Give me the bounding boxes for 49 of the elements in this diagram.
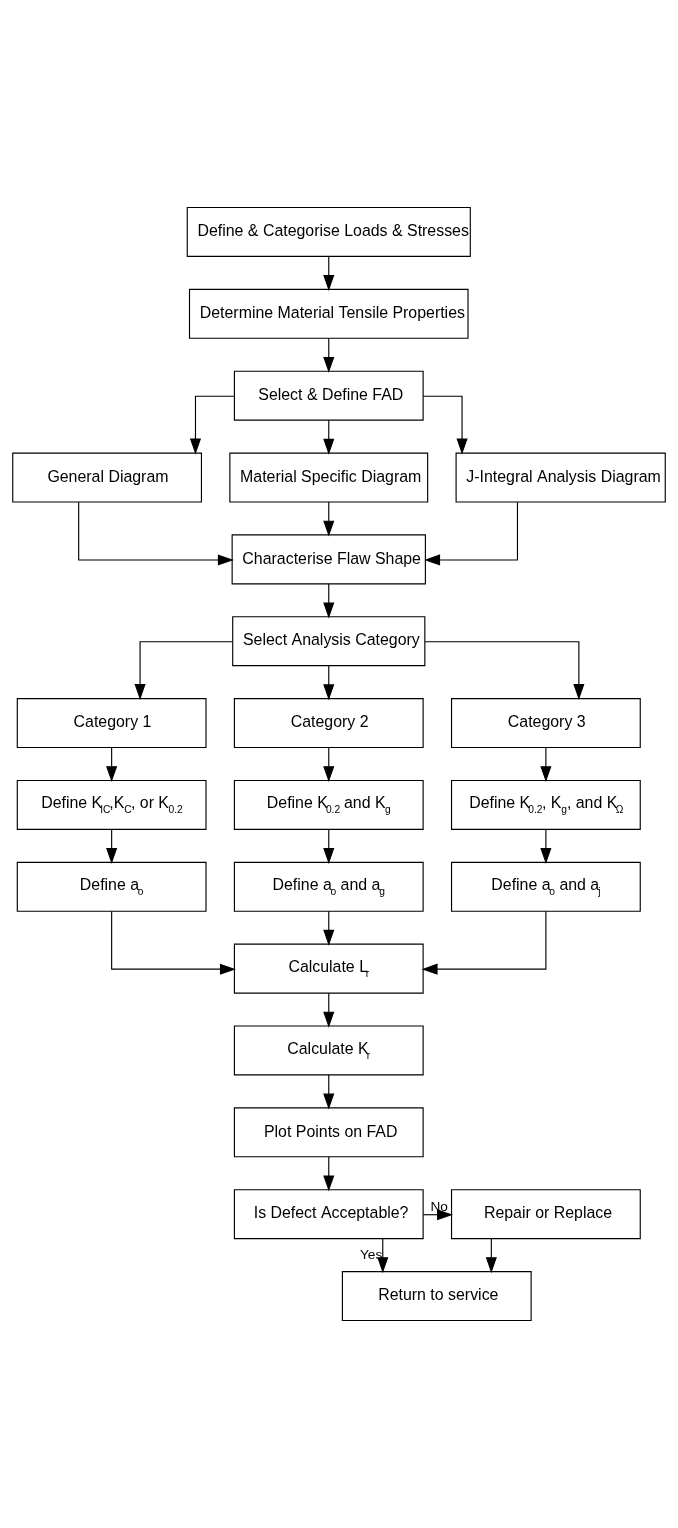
node-box: Category 2 — [233, 698, 424, 749]
arrow — [134, 641, 233, 700]
node-box: Is Defect Acceptable? — [233, 1189, 424, 1240]
arrow — [323, 501, 335, 537]
node-box: Material Specific Diagram — [229, 452, 429, 503]
arrow — [323, 828, 335, 864]
node-box: Return to service — [341, 1271, 532, 1321]
arrow — [323, 910, 335, 946]
node-box: Determine Material Tensile Properties — [188, 288, 469, 339]
arrow — [189, 395, 235, 455]
node-box: Define a$_{o}$ and a$_{g}$ — [233, 861, 424, 912]
arrow — [323, 1156, 335, 1192]
node-box: General Diagram — [12, 452, 202, 503]
node-box: Define K$_{0.2}$, K$_{g}$, and K$_{Ω}$ — [450, 779, 641, 830]
arrow — [111, 910, 236, 975]
arrow — [424, 501, 519, 566]
arrow — [323, 419, 335, 455]
node-box: Calculate K$_{r}$ — [233, 1025, 424, 1076]
node-box: Select & Define FAD — [233, 370, 424, 421]
arrow — [323, 337, 335, 373]
arrow — [421, 910, 547, 975]
node-box: Define K$_{0.2}$ and K$_{g}$ — [233, 779, 424, 830]
node-box: Category 3 — [450, 698, 641, 749]
arrow — [540, 747, 552, 783]
arrow — [540, 828, 552, 864]
node-box: Define a$_{o}$ and a$_{j}$ — [450, 861, 641, 912]
node-box: J-Integral Analysis Diagram — [455, 452, 666, 503]
arrow — [106, 747, 118, 783]
arrow — [323, 992, 335, 1028]
node-box: Define K$_{IC}$,K$_{C}$, or K$_{0.2}$ — [16, 779, 207, 830]
edge-label: No — [430, 1198, 448, 1214]
arrow — [377, 1238, 389, 1274]
node-box: Select Analysis Category — [232, 616, 426, 667]
node-box: Define & Categorise Loads & Stresses — [186, 207, 471, 257]
arrow — [485, 1238, 497, 1274]
node-box: Repair or Replace — [450, 1189, 641, 1240]
node-box: Characterise Flaw Shape — [231, 534, 426, 585]
arrow — [424, 641, 585, 700]
arrow — [422, 395, 468, 455]
node-box: Define a$_{o}$ — [16, 861, 207, 912]
arrow — [78, 501, 234, 566]
arrow — [323, 255, 335, 291]
arrow — [323, 665, 335, 701]
arrow — [323, 583, 335, 619]
arrow — [106, 828, 118, 864]
node-box: Plot Points on FAD — [233, 1107, 424, 1158]
arrow — [323, 1074, 335, 1110]
node-box: Category 1 — [16, 698, 207, 749]
arrow — [323, 747, 335, 783]
